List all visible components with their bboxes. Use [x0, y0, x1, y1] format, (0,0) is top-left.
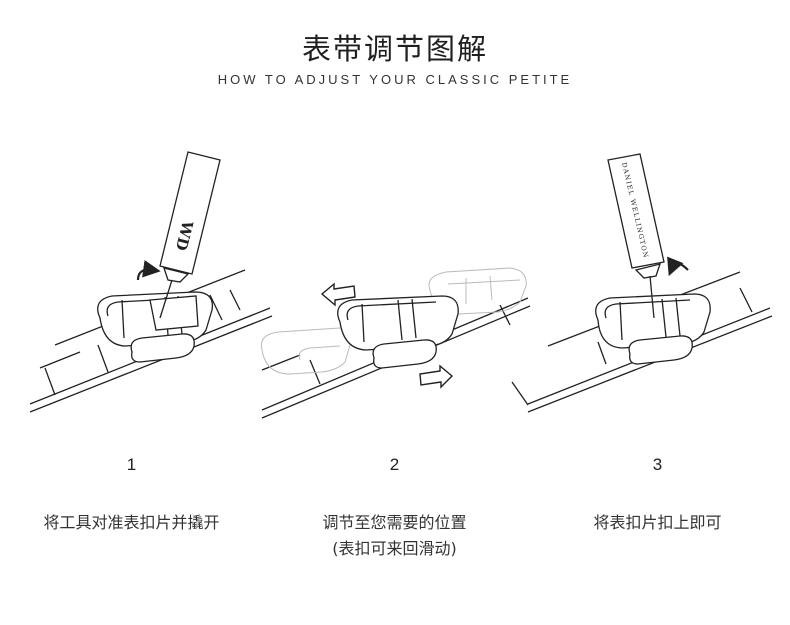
step-instruction-line-2: (表扣可来回滑动)	[332, 539, 457, 558]
step-instruction-line-1: 调节至您需要的位置	[322, 513, 467, 532]
step-number: 1	[126, 455, 137, 474]
step-1-tool: WD	[159, 151, 221, 319]
step-2-left-arrow	[320, 282, 356, 307]
step-instruction-line-1: 将表扣片扣上即可	[593, 513, 722, 532]
step-3-buckle	[595, 293, 711, 365]
step-2-buckle	[337, 295, 459, 369]
page-subtitle: HOW TO ADJUST YOUR CLASSIC PETITE	[217, 72, 573, 87]
step-3-curved-arrow	[667, 256, 689, 277]
step-instruction: 将工具对准表扣片并撬开	[0, 510, 263, 536]
step-instruction-line-1: 将工具对准表扣片并撬开	[43, 513, 220, 532]
page-title: 表带调节图解	[301, 32, 488, 66]
step-1-buckle	[97, 291, 214, 363]
step-2-illustration	[260, 267, 531, 419]
step-3-tool: DANIEL WELLINGTON	[607, 153, 665, 319]
step-instruction: 将表扣片扣上即可	[526, 510, 789, 536]
step-number: 2	[389, 455, 400, 474]
step-number: 3	[652, 455, 663, 474]
step-1-curved-arrow	[136, 260, 161, 281]
step-2-right-arrow	[419, 364, 454, 389]
adjustment-illustrations: WD	[29, 151, 773, 419]
step-2-ghost-buckles	[260, 267, 527, 375]
step-3-illustration: DANIEL WELLINGTON	[511, 153, 773, 413]
step-instruction: 调节至您需要的位置 (表扣可来回滑动)	[263, 510, 526, 562]
step-1-illustration: WD	[29, 151, 273, 413]
